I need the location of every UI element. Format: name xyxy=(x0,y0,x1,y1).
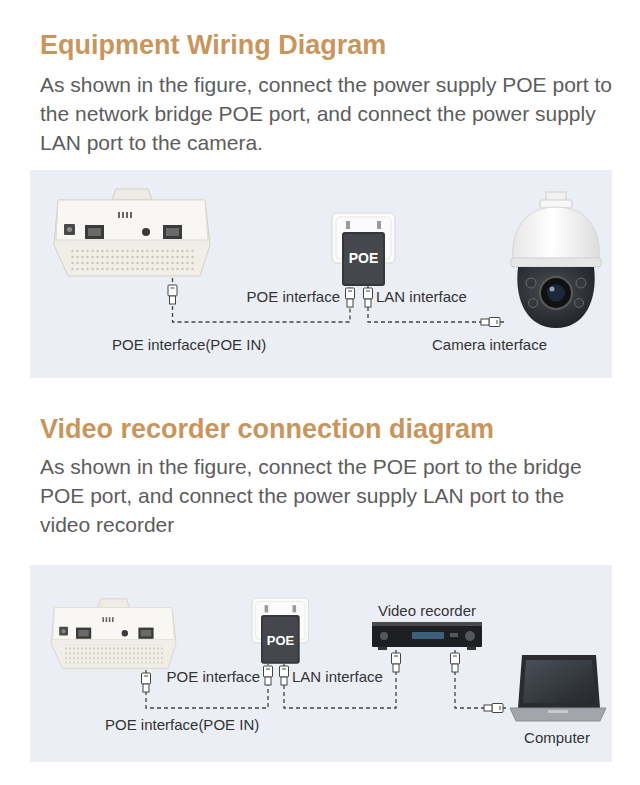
ir-led xyxy=(529,299,538,308)
laptop-base xyxy=(510,708,606,721)
ir-led xyxy=(575,299,584,308)
network-bridge: POE interface(POE IN) xyxy=(48,598,176,670)
adapter-badge: POE xyxy=(349,249,379,267)
text-holder: POE xyxy=(261,631,300,650)
laptop-computer: Computer xyxy=(508,655,606,723)
text-holder: Equipment Wiring Diagram xyxy=(40,28,386,62)
poe-adapter-drawing xyxy=(332,213,395,286)
recorder-button xyxy=(450,633,458,637)
rj45-plug xyxy=(280,666,289,685)
device-label: Video recorder xyxy=(378,602,476,620)
video-recorder: Video recorder xyxy=(372,622,482,650)
rj45-plug xyxy=(392,653,401,672)
port-label: POE interface(POE IN) xyxy=(112,336,266,354)
port-label: LAN interface xyxy=(292,668,383,686)
ethernet-cable xyxy=(368,286,505,322)
camera-drawing xyxy=(511,192,601,328)
text-holder: LAN interface xyxy=(292,668,383,686)
rj45-plug xyxy=(142,673,151,692)
bridge-drawing xyxy=(51,599,176,669)
recorder-body xyxy=(372,626,482,647)
diagram-panel: Equipment Wiring Diagram As shown in the … xyxy=(0,0,640,390)
ethernet-cable xyxy=(455,650,508,708)
laptop-lid xyxy=(518,655,600,708)
text-holder: LAN interface xyxy=(376,288,467,306)
ir-led xyxy=(526,278,536,288)
camera-head xyxy=(517,267,594,328)
port-label: POE interface xyxy=(247,288,340,306)
recorder-foot xyxy=(467,647,476,650)
section-heading: Equipment Wiring Diagram xyxy=(40,28,386,62)
port-label: POE interface(POE IN) xyxy=(105,716,259,734)
poe-adapter: POEPOE interfaceLAN interface xyxy=(332,213,395,286)
text-holder: POE xyxy=(342,249,385,267)
rj45-plug xyxy=(346,288,355,307)
rj45-plug xyxy=(168,285,177,304)
diagram-panel: Video recorder connection diagram As show… xyxy=(0,392,640,785)
bridge-drawing xyxy=(54,189,210,276)
camera-housing xyxy=(513,207,600,262)
text-holder: POE interface(POE IN) xyxy=(105,716,259,734)
ethernet-cable xyxy=(284,650,396,708)
adapter-badge: POE xyxy=(267,632,294,650)
camera-lens xyxy=(547,284,565,302)
rj45-plug xyxy=(484,704,503,713)
rj45-plug xyxy=(451,653,460,672)
text-holder: Video recorder xyxy=(362,602,492,620)
ethernet-cable xyxy=(146,664,268,708)
text-holder: Camera interface xyxy=(432,336,547,354)
poe-adapter-drawing xyxy=(252,598,309,664)
section-heading: Video recorder connection diagram xyxy=(40,412,494,446)
section-description: As shown in the figure, connect the powe… xyxy=(40,70,615,157)
camera-ring xyxy=(511,258,601,267)
ethernet-cable xyxy=(173,278,351,322)
lens-glint xyxy=(550,287,555,292)
rj45-plug xyxy=(264,666,273,685)
panel-ground xyxy=(30,170,612,378)
poe-adapter: POEPOE interfaceLAN interface xyxy=(252,598,309,664)
port-label: Camera interface xyxy=(432,336,547,354)
port-label: LAN interface xyxy=(376,288,467,306)
panel-ground xyxy=(30,565,612,762)
text-holder: POE interface xyxy=(230,288,340,306)
ir-led xyxy=(576,278,586,288)
laptop-drawing xyxy=(510,655,606,721)
port-label: POE interface xyxy=(167,668,260,686)
device-label: Computer xyxy=(524,729,590,747)
camera-lens xyxy=(540,277,572,309)
ptz-camera: Camera interface xyxy=(505,192,605,330)
recorder-drawing xyxy=(372,622,482,650)
recorder-foot xyxy=(378,647,387,650)
text-holder: As shown in the figure, connect the POE … xyxy=(40,452,605,539)
text-holder: Computer xyxy=(508,729,606,747)
network-bridge: POE interface(POE IN) xyxy=(50,188,210,278)
recorder-display xyxy=(412,632,444,639)
rj45-plug xyxy=(364,288,373,307)
section-description: As shown in the figure, connect the POE … xyxy=(40,452,605,539)
text-holder: Video recorder connection diagram xyxy=(40,412,494,446)
laptop-screen xyxy=(523,660,595,703)
text-holder: POE interface xyxy=(150,668,260,686)
laptop-notch xyxy=(548,710,568,713)
text-holder: POE interface(POE IN) xyxy=(112,336,266,354)
recorder-knob xyxy=(465,631,475,641)
rj45-plug xyxy=(481,318,500,327)
text-holder: As shown in the figure, connect the powe… xyxy=(40,70,615,157)
recorder-knob xyxy=(380,632,388,640)
